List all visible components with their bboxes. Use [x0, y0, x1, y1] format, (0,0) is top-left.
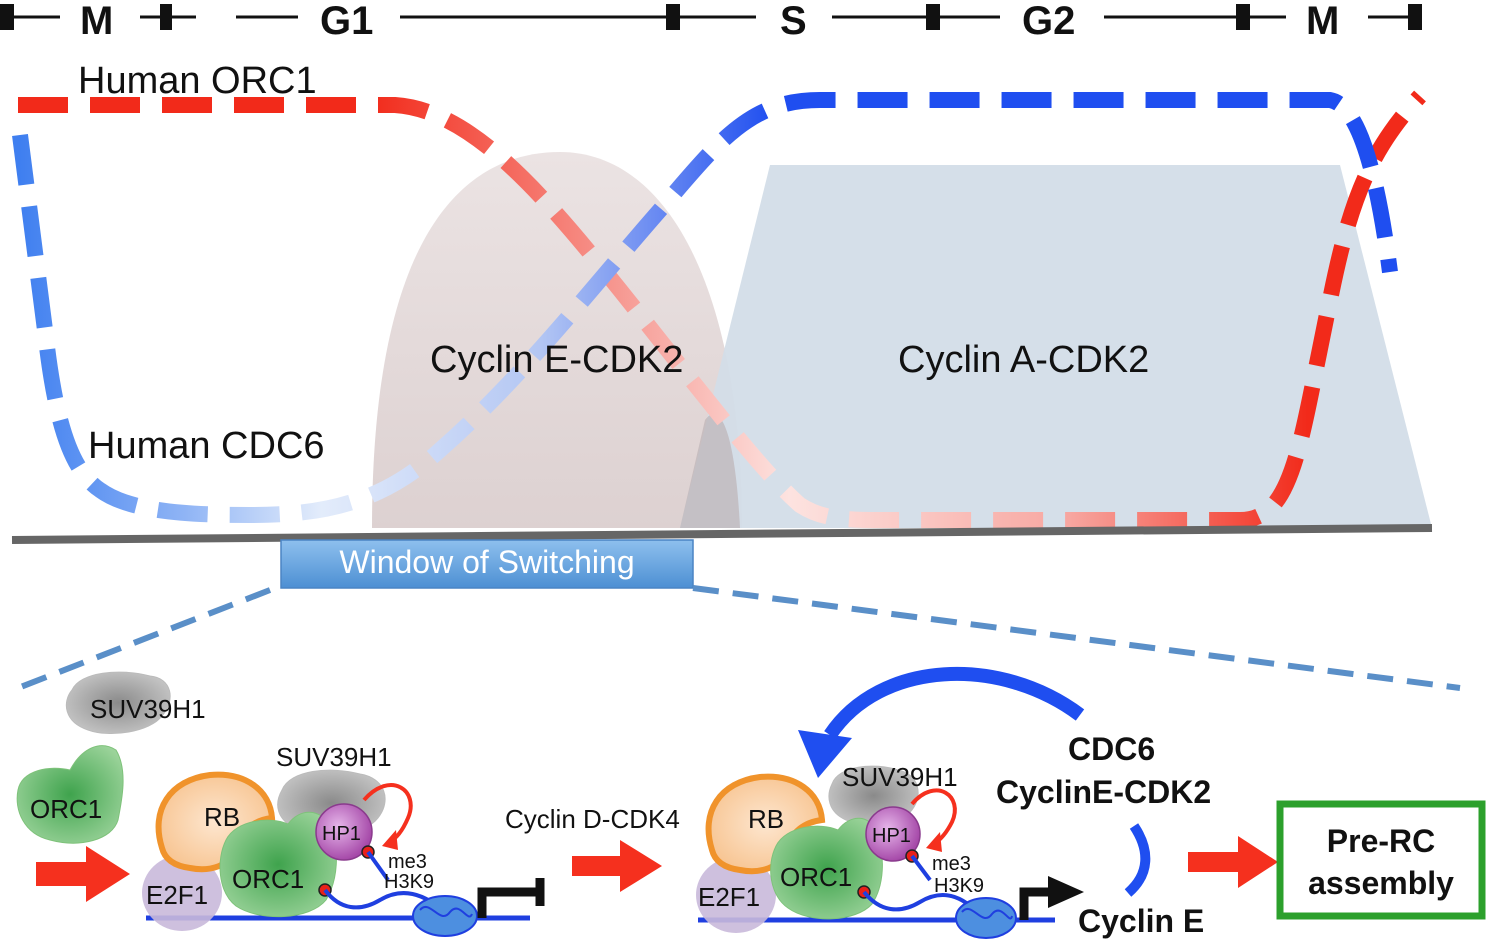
cyclin-e-gene-label: Cyclin E — [1078, 903, 1204, 939]
suv39h1-free-label: SUV39H1 — [90, 694, 206, 724]
suv39h1-left-label: SUV39H1 — [276, 742, 392, 772]
rb-right-label: RB — [748, 804, 784, 834]
orc1-free-shape — [16, 745, 124, 844]
feedback-arrowhead — [798, 730, 852, 778]
arrow-red-2 — [572, 840, 662, 892]
rb-right — [705, 773, 826, 875]
cdc6-label: Human CDC6 — [88, 425, 325, 467]
pre-rc-line1: Pre-RC — [1327, 823, 1435, 859]
arrow-red-1 — [36, 846, 130, 902]
hp1-right — [865, 806, 921, 862]
right-complex: E2F1 RB SUV39H1 ORC1 HP1 me3 H3K9 — [696, 762, 1084, 939]
cyclin-a-cdk2-label: Cyclin A-CDK2 — [898, 339, 1149, 381]
phase-s: S — [780, 0, 807, 43]
e2f1-right — [696, 857, 776, 933]
orc1-right-label: ORC1 — [780, 862, 852, 892]
orc1-free-label: ORC1 — [30, 794, 102, 824]
rb-left-label: RB — [204, 802, 240, 832]
e2f1-left — [142, 855, 222, 931]
orc1-right-shape — [770, 817, 883, 920]
time-axis — [11, 524, 1433, 544]
promoter-blocked — [477, 878, 545, 918]
cdc6-bracket — [1124, 823, 1151, 897]
hp1-left-label: HP1 — [322, 823, 361, 845]
h3k9-left: H3K9 — [384, 871, 434, 893]
cdc6-bottom-label: CDC6 — [1068, 731, 1155, 767]
left-complex: E2F1 RB SUV39H1 ORC1 HP1 me3 H3K9 — [142, 742, 545, 937]
zoom-line-right — [692, 585, 1461, 691]
phase-m-start: M — [80, 0, 113, 43]
cyclin-e-cdk2-bottom-label: CyclinE-CDK2 — [996, 774, 1211, 810]
orc1-curve — [18, 90, 1426, 528]
e2f1-left-label: E2F1 — [146, 880, 208, 910]
cyclin-d-cdk4-label: Cyclin D-CDK4 — [505, 804, 680, 834]
window-of-switching-box: Window of Switching — [280, 539, 694, 589]
orc1-left-shape — [219, 811, 337, 918]
hp1-left — [315, 803, 373, 861]
orc1-label: Human ORC1 — [78, 60, 317, 102]
suv39h1-right-label: SUV39H1 — [842, 762, 958, 792]
suv39h1-free-shape — [65, 671, 171, 735]
promoter-arrowhead — [1048, 876, 1084, 908]
arrow-red-3 — [1188, 836, 1278, 888]
zoom-line-left — [16, 587, 272, 691]
feedback-arrow — [824, 666, 1085, 740]
pre-rc-assembly-box: Pre-RC assembly — [1276, 800, 1486, 920]
window-of-switching-label: Window of Switching — [339, 544, 634, 580]
cyclin-e-cdk2-label: Cyclin E-CDK2 — [430, 339, 683, 381]
orc1-left-label: ORC1 — [232, 864, 304, 894]
h3k9-right: H3K9 — [934, 875, 984, 897]
phase-g2: G2 — [1022, 0, 1075, 43]
me3-right: me3 — [932, 853, 971, 875]
phase-timeline: M G1 S G2 M — [0, 0, 1422, 43]
pre-rc-line2: assembly — [1308, 865, 1454, 901]
cyclin-a-cdk2-area — [680, 165, 1432, 528]
promoter-active — [1019, 887, 1052, 920]
cdc6-curve — [12, 92, 1398, 524]
hp1-right-label: HP1 — [872, 825, 911, 847]
phase-m-end: M — [1306, 0, 1339, 43]
phase-g1: G1 — [320, 0, 373, 43]
e2f1-right-label: E2F1 — [698, 882, 760, 912]
me3-left: me3 — [388, 851, 427, 873]
